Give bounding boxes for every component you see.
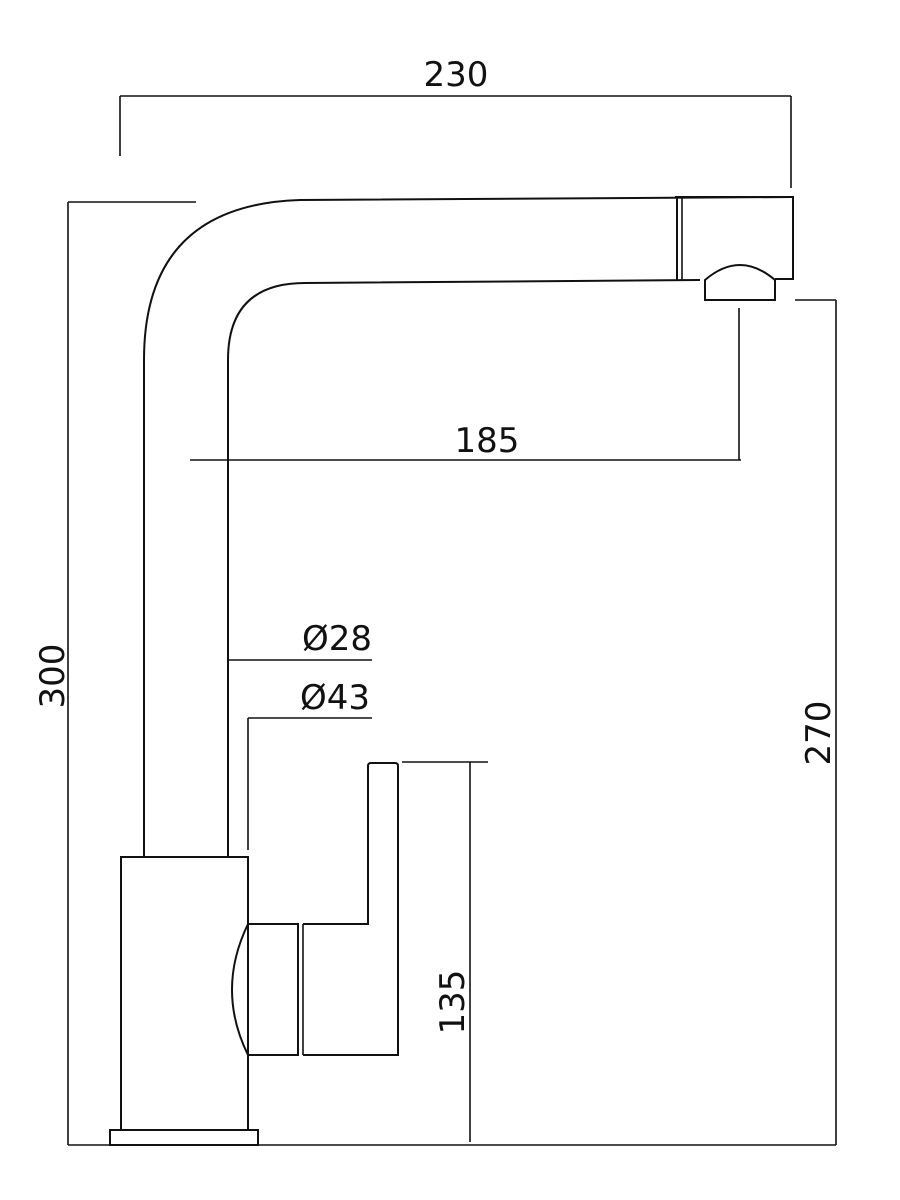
label-spout-reach: 185 [455, 421, 520, 461]
faucet-outline [109, 196, 794, 1146]
spout-outer-contour [143, 196, 794, 857]
faucet-body [120, 856, 249, 1130]
spout-inner-contour [227, 279, 701, 857]
label-overall-height: 300 [33, 644, 73, 709]
spout-head [675, 196, 794, 280]
lever-handle [303, 762, 399, 1056]
base-plate [109, 1129, 259, 1146]
lever-cartridge [231, 923, 299, 1056]
label-body-diameter: Ø43 [300, 678, 370, 718]
label-lever-height: 135 [433, 970, 473, 1035]
aerator-nozzle [704, 264, 776, 301]
label-outlet-height: 270 [799, 701, 839, 766]
dimension-lines [67, 95, 837, 1146]
label-overall-reach: 230 [424, 55, 489, 95]
label-spout-diameter: Ø28 [302, 619, 372, 659]
dimension-labels: 230 185 Ø28 Ø43 300 270 135 [33, 55, 839, 1034]
